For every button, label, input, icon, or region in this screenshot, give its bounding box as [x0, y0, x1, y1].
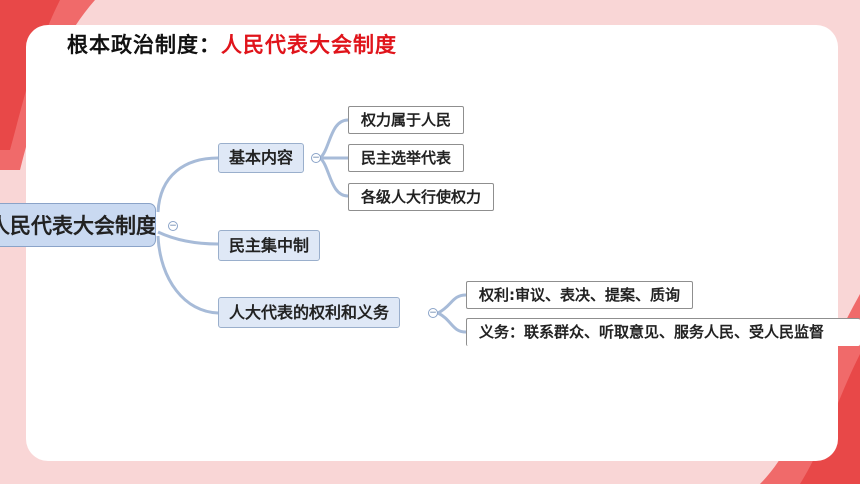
leaf-power-to-people[interactable]: 权力属于人民 — [348, 106, 465, 134]
collapse-icon[interactable]: − — [311, 153, 321, 163]
leaf-duties[interactable]: 义务：联系群众、听取意见、服务人民、受人民监督 — [466, 318, 860, 346]
title-prefix: 根本政治制度： — [67, 33, 221, 57]
branch-democratic-centralism[interactable]: 民主集中制 — [218, 230, 321, 261]
branch-basic-content[interactable]: 基本内容 — [218, 143, 305, 173]
page-title: 根本政治制度：人民代表大会制度 — [67, 29, 397, 59]
branch-deputy-rights-duties[interactable]: 人大代表的权利和义务 — [218, 297, 401, 328]
leaf-elect-deputies[interactable]: 民主选举代表 — [348, 144, 465, 172]
collapse-icon[interactable]: − — [168, 221, 178, 231]
collapse-icon[interactable]: − — [428, 308, 438, 318]
title-highlight: 人民代表大会制度 — [221, 33, 397, 57]
content-card — [26, 25, 838, 461]
root-node[interactable]: 人民代表大会制度 — [0, 203, 156, 247]
leaf-rights[interactable]: 权利:审议、表决、提案、质询 — [466, 281, 693, 309]
leaf-congress-exercise-power[interactable]: 各级人大行使权力 — [348, 183, 495, 211]
